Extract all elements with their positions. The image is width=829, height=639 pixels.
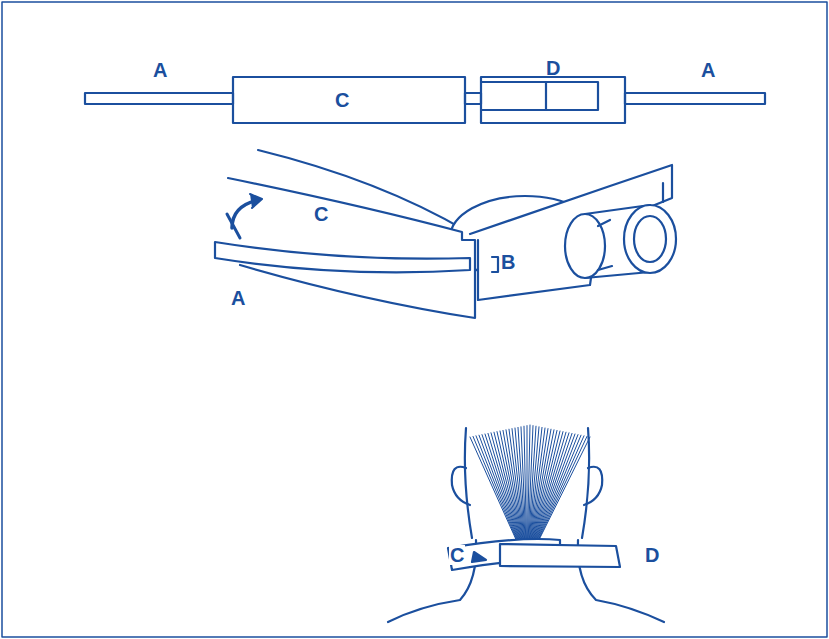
hair-stroke — [521, 427, 526, 545]
part-label: A — [700, 60, 716, 80]
hair-stroke — [536, 436, 587, 545]
hair-stroke — [494, 432, 522, 545]
hair-stroke — [536, 437, 590, 545]
hair-stroke — [535, 435, 578, 545]
hair-stroke — [476, 436, 519, 545]
part-label: D — [545, 58, 561, 78]
hair-stroke — [535, 435, 581, 545]
hair-stroke — [536, 436, 584, 545]
part-label: C — [334, 90, 350, 110]
flat-strap — [85, 77, 765, 123]
hair-stroke — [512, 429, 525, 545]
hair-stroke — [532, 431, 560, 545]
hair-stroke — [534, 433, 572, 545]
hair-stroke — [506, 430, 524, 545]
part-label: B — [500, 252, 516, 272]
hair-stroke — [534, 434, 575, 545]
part-label: C — [313, 204, 329, 224]
part-label: A — [152, 60, 168, 80]
patient-head — [388, 425, 664, 622]
tube-holder — [215, 150, 676, 318]
part-label: A — [230, 288, 246, 308]
hair-stroke — [488, 433, 521, 545]
part-label: C — [449, 545, 465, 565]
hair-stroke — [524, 426, 527, 545]
hair-stroke — [533, 433, 569, 545]
part-label: D — [644, 545, 660, 565]
